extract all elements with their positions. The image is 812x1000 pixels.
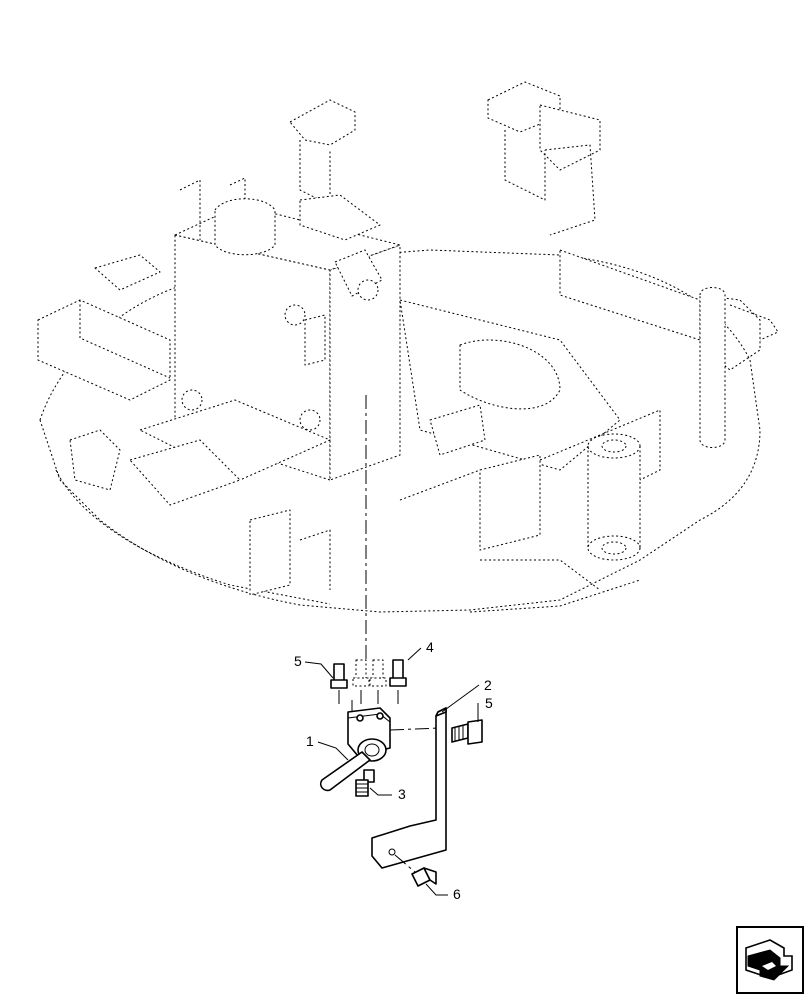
callout-2: 2 [484,677,492,693]
bracket-centerline [389,727,441,731]
screw-6 [394,854,437,887]
callout-5-left: 5 [294,653,302,669]
bolt-5-left [330,663,348,689]
callout-1: 1 [306,733,314,749]
bracket-2 [371,707,447,869]
callout-6: 6 [453,886,461,902]
bolts-phantom [352,659,387,687]
bolt-4 [389,659,407,687]
callout-4: 4 [426,639,434,655]
fitting-3 [355,779,369,797]
next-page-arrow-icon[interactable] [736,926,804,994]
bolt-5-right [451,719,483,745]
callout-3: 3 [398,786,406,802]
callout-5-right: 5 [485,695,493,711]
pilot-valve [319,707,391,792]
upper-frame-phantom [37,81,779,613]
